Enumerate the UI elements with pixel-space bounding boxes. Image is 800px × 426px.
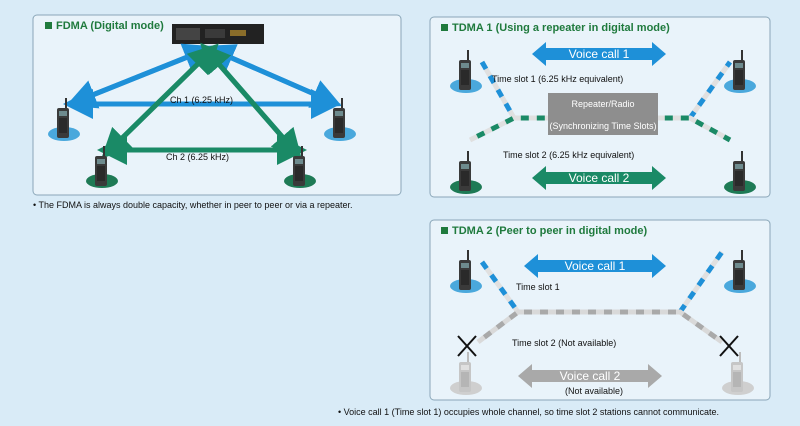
tdma2-slot2-links	[476, 309, 724, 345]
cross-icon	[457, 335, 477, 357]
cross-icon	[719, 335, 739, 357]
ch1-links	[63, 43, 342, 119]
tdma1-radio-tl	[450, 50, 482, 93]
tdma1-radio-br	[724, 151, 756, 194]
tdma1-title: TDMA 1 (Using a repeater in digital mode…	[452, 22, 670, 34]
ch2-label: Ch 2 (6.25 kHz)	[166, 152, 229, 162]
title-square-icon	[45, 22, 52, 29]
title-square-icon	[441, 24, 448, 31]
tdma1-slot1-label: Time slot 1 (6.25 kHz equivalent)	[492, 74, 623, 84]
tdma1-voice1-label: Voice call 1	[569, 47, 630, 61]
repeater-box-line1: Repeater/Radio	[571, 99, 634, 109]
radio-left-top	[48, 98, 80, 141]
tdma1-voice2-label: Voice call 2	[569, 171, 630, 185]
repeater-box-line2: (Synchronizing Time Slots)	[549, 121, 656, 131]
tdma2-note: • Voice call 1 (Time slot 1) occupies wh…	[338, 407, 719, 417]
tdma2-radio-bl-unavailable	[450, 352, 482, 395]
tdma2-slot1-label: Time slot 1	[516, 282, 560, 292]
tdma2-radio-tr	[724, 250, 756, 293]
tdma1-slot2-label: Time slot 2 (6.25 kHz equivalent)	[503, 150, 634, 160]
tdma1-radio-tr	[724, 50, 756, 93]
tdma2-radio-tl	[450, 250, 482, 293]
radio-left-bottom	[86, 146, 118, 188]
tdma2-slot2-label: Time slot 2 (Not available)	[512, 338, 616, 348]
title-square-icon	[441, 227, 448, 234]
fdma-title: FDMA (Digital mode)	[56, 20, 164, 32]
tdma2-voice2-arrow: Voice call 2	[518, 364, 662, 388]
ch2-links	[97, 42, 307, 165]
repeater-box: Repeater/Radio (Synchronizing Time Slots…	[548, 93, 658, 135]
tdma2-not-available: (Not available)	[565, 386, 623, 396]
tdma1-voice2-arrow: Voice call 2	[532, 166, 666, 190]
tdma2-voice1-arrow: Voice call 1	[524, 254, 666, 278]
tdma2-voice1-label: Voice call 1	[565, 259, 626, 273]
ch1-label: Ch 1 (6.25 kHz)	[170, 95, 233, 105]
tdma1-radio-bl	[450, 151, 482, 194]
tdma1-panel: TDMA 1 (Using a repeater in digital mode…	[429, 16, 771, 198]
tdma2-voice2-label: Voice call 2	[560, 369, 621, 383]
radio-right-top	[324, 98, 356, 141]
radio-right-bottom	[284, 146, 316, 188]
fdma-panel: FDMA (Digital mode) Ch 1 (6.25 kHz)	[32, 14, 402, 196]
tdma2-radio-br-unavailable	[722, 352, 754, 395]
tdma2-title: TDMA 2 (Peer to peer in digital mode)	[452, 225, 648, 237]
fdma-note: • The FDMA is always double capacity, wh…	[33, 200, 352, 210]
tdma1-voice1-arrow: Voice call 1	[532, 42, 666, 66]
repeater-unit-icon	[172, 24, 264, 44]
tdma2-panel: TDMA 2 (Peer to peer in digital mode) Vo…	[429, 219, 771, 401]
